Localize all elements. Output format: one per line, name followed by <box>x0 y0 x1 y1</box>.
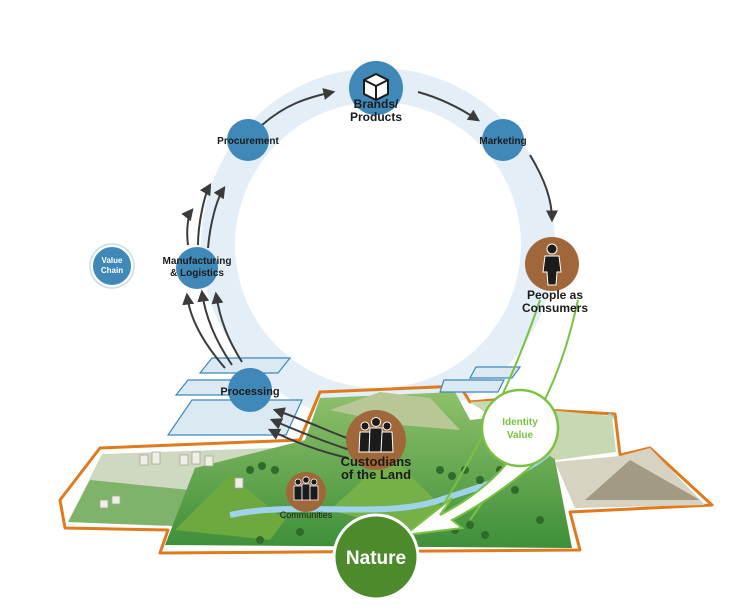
processing-label: Processing <box>220 386 279 398</box>
node-custodians: Custodians of the Land <box>341 410 412 482</box>
people-label-1: People as <box>527 288 583 302</box>
people-label-2: Consumers <box>522 301 588 315</box>
manufacturing-label-1: Manufacturing <box>163 256 232 267</box>
node-communities: Communities <box>280 472 333 520</box>
mountain-center <box>330 392 460 430</box>
communities-label: Communities <box>280 510 333 520</box>
node-processing: Processing <box>220 368 280 412</box>
node-brands: Brands/ Products <box>349 61 403 124</box>
manufacturing-label-2: & Logistics <box>170 268 224 279</box>
legend-label-2: Chain <box>101 266 123 275</box>
brands-label-1: Brands/ <box>354 97 399 111</box>
arrow-custodians-to-proc-2 <box>269 418 351 451</box>
arrow-brands-to-marketing <box>417 91 480 122</box>
arrow-proc-to-manu-2 <box>197 289 233 366</box>
node-nature: Nature <box>332 513 420 601</box>
brands-label-2: Products <box>350 110 402 124</box>
node-procurement: Procurement <box>217 119 280 161</box>
land-outline <box>58 384 714 555</box>
arrow-manu-to-proc-1 <box>181 208 194 246</box>
buildings <box>99 451 244 509</box>
nature-label: Nature <box>346 548 406 569</box>
community-icon <box>293 476 319 501</box>
marketing-label: Marketing <box>479 136 526 147</box>
flow-arrows <box>181 88 558 459</box>
mountain-right <box>585 460 700 500</box>
arrow-proc-to-manu-1 <box>182 292 226 369</box>
arrow-manu-to-proc-2 <box>197 182 212 246</box>
arrow-procurement-to-brands <box>261 88 336 126</box>
node-identity-value: Identity Value <box>480 388 560 468</box>
person-icon <box>542 243 562 286</box>
hill-left <box>175 475 285 540</box>
custodians-label-2: of the Land <box>341 467 411 482</box>
arrow-manu-to-proc-3 <box>207 186 226 249</box>
legend-value-chain: Value Chain <box>89 243 135 289</box>
box-icon <box>363 72 389 102</box>
custodians-label-1: Custodians <box>341 454 412 469</box>
procurement-label: Procurement <box>217 136 279 147</box>
hill-mid <box>330 455 440 535</box>
arrow-marketing-to-people <box>529 154 558 223</box>
node-people: People as Consumers <box>522 237 588 315</box>
arrow-proc-to-manu-3 <box>211 291 243 363</box>
arrow-custodians-to-proc-3 <box>267 428 349 459</box>
legend-label-1: Value <box>102 256 123 265</box>
arrow-custodians-to-proc-1 <box>272 407 353 441</box>
node-marketing: Marketing <box>479 119 527 161</box>
land-left-green <box>68 480 190 526</box>
node-manufacturing: Manufacturing & Logistics <box>163 247 232 289</box>
identity-label-1: Identity <box>502 417 538 428</box>
group-icon <box>358 417 394 453</box>
identity-label-2: Value <box>507 430 534 441</box>
